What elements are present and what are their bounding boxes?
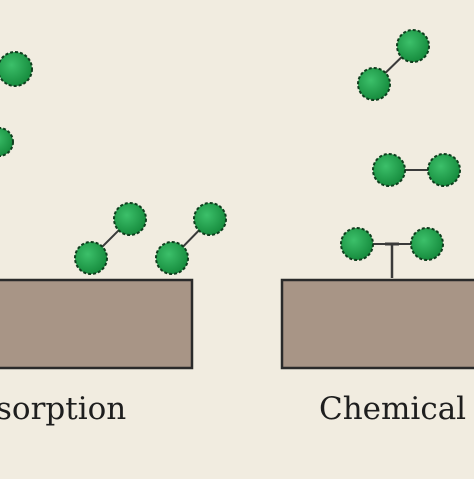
free-atom <box>0 51 33 87</box>
physisorption-label: sorption <box>0 391 127 427</box>
chemisorption-label: Chemical <box>319 391 467 427</box>
free-atom <box>0 127 14 157</box>
chemisorption-surface <box>280 278 474 370</box>
free-molecule <box>357 29 430 101</box>
physisorbed-molecule <box>155 202 227 275</box>
free-molecule <box>372 153 461 187</box>
physisorbed-molecule <box>74 202 147 275</box>
chemisorbed-molecule <box>340 227 444 278</box>
physisorption-surface <box>0 278 194 370</box>
